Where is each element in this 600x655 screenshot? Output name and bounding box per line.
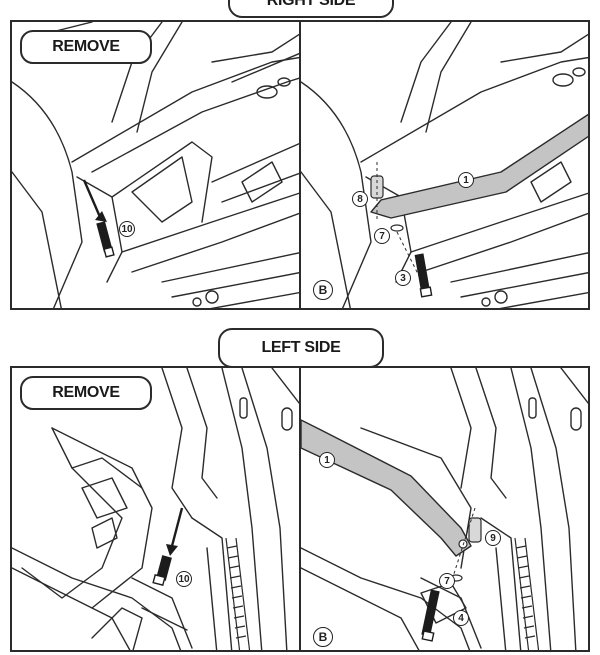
callout-4-bottom: 4	[453, 610, 469, 626]
right-install-illustration	[301, 22, 588, 308]
remove-label-bottom-text: REMOVE	[52, 384, 120, 401]
callout-1-top: 1	[458, 172, 474, 188]
callout-1-bottom: 1	[319, 452, 335, 468]
remove-label-top: REMOVE	[20, 30, 152, 64]
remove-label-top-text: REMOVE	[52, 38, 120, 55]
callout-8-top: 8	[352, 191, 368, 207]
callout-10-top: 10	[119, 221, 135, 237]
left-side-header-label: LEFT SIDE	[261, 339, 341, 356]
panel-left-remove: REMOVE 10	[10, 366, 301, 652]
left-side-header: LEFT SIDE	[218, 328, 384, 368]
callout-3-top: 3	[395, 270, 411, 286]
callout-9-bottom: 9	[485, 530, 501, 546]
remove-label-bottom: REMOVE	[20, 376, 152, 410]
panel-right-remove: REMOVE 10	[10, 20, 301, 310]
right-side-header: RIGHT SIDE	[228, 0, 394, 18]
panel-left-install: 1 9 7 4 B	[299, 366, 590, 652]
step-b-badge-bottom: B	[313, 627, 333, 647]
left-remove-illustration	[12, 368, 299, 650]
callout-7-bottom: 7	[439, 573, 455, 589]
left-install-illustration	[301, 368, 588, 650]
panel-right-install: 1 8 7 3 B	[299, 20, 590, 310]
step-b-badge-top: B	[313, 280, 333, 300]
right-remove-illustration	[12, 22, 299, 308]
right-side-header-label: RIGHT SIDE	[266, 0, 356, 9]
callout-10-bottom: 10	[176, 571, 192, 587]
callout-7-top: 7	[374, 228, 390, 244]
